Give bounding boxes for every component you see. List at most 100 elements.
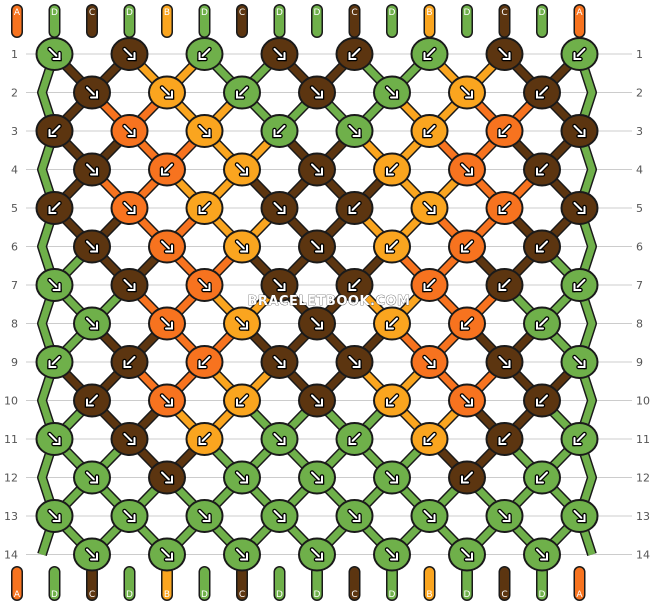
- arrow-head-icon: [165, 321, 173, 330]
- row-number-left: 10: [4, 395, 18, 408]
- knot: [523, 229, 561, 264]
- knot: [373, 306, 411, 341]
- arrow-head-icon: [498, 437, 507, 445]
- bottom-thread-letter: B: [426, 590, 432, 600]
- knot: [410, 499, 449, 533]
- arrow-head-icon: [240, 552, 248, 561]
- bottom-thread-letter: C: [501, 590, 507, 600]
- knot: [335, 268, 374, 302]
- arrow-head-icon: [465, 90, 473, 99]
- arrow-head-icon: [202, 283, 211, 291]
- arrow-head-icon: [240, 475, 248, 484]
- arrow-head-icon: [465, 398, 473, 407]
- bottom-thread-letter: D: [464, 590, 471, 600]
- knot: [373, 152, 411, 187]
- knot: [485, 422, 524, 456]
- arrow-head-icon: [461, 475, 469, 484]
- knot: [560, 114, 599, 148]
- knot: [73, 152, 111, 187]
- knot: [110, 345, 149, 379]
- row-number-left: 11: [4, 433, 18, 446]
- top-thread-letter: C: [89, 8, 95, 18]
- knot: [185, 191, 224, 225]
- arrow-head-icon: [90, 321, 98, 330]
- knot: [260, 345, 299, 379]
- knot: [448, 152, 486, 187]
- knot: [335, 422, 374, 456]
- arrow-head-icon: [52, 437, 61, 445]
- row-number-left: 6: [11, 241, 18, 254]
- arrow-head-icon: [423, 283, 432, 291]
- bottom-thread-letter: D: [276, 590, 283, 600]
- arrow-head-icon: [277, 514, 286, 522]
- knot: [298, 460, 336, 495]
- top-thread-letter: C: [501, 8, 507, 18]
- top-thread-letter: D: [464, 8, 471, 18]
- knot: [148, 460, 186, 495]
- bottom-thread-letter: C: [351, 590, 357, 600]
- knot: [448, 229, 486, 264]
- arrow-head-icon: [198, 437, 207, 445]
- knot: [73, 460, 111, 495]
- arrow-head-icon: [315, 167, 323, 176]
- arrow-head-icon: [127, 514, 136, 522]
- knot: [260, 191, 299, 225]
- arrow-head-icon: [390, 90, 398, 99]
- arrow-head-icon: [465, 552, 473, 561]
- arrow-head-icon: [277, 52, 286, 60]
- arrow-head-icon: [127, 437, 136, 445]
- arrow-head-icon: [202, 129, 211, 137]
- knot: [485, 268, 524, 302]
- row-number-left: 13: [4, 510, 18, 523]
- knot: [110, 499, 149, 533]
- arrow-head-icon: [577, 129, 586, 137]
- knot: [223, 537, 261, 572]
- row-number-right: 3: [636, 125, 643, 138]
- arrow-head-icon: [240, 167, 248, 176]
- knot: [260, 114, 299, 148]
- knot: [35, 268, 74, 302]
- knot: [185, 499, 224, 533]
- arrow-head-icon: [577, 514, 586, 522]
- arrow-head-icon: [536, 90, 544, 99]
- knot: [448, 306, 486, 341]
- top-thread-letter: D: [276, 8, 283, 18]
- bottom-thread-letter: D: [126, 590, 133, 600]
- bottom-thread-letter: D: [51, 590, 58, 600]
- row-number-right: 12: [636, 472, 650, 485]
- top-thread-letter: D: [539, 8, 546, 18]
- knot: [148, 306, 186, 341]
- bottom-thread-letter: A: [14, 590, 21, 600]
- arrow-head-icon: [165, 475, 173, 484]
- knot-layer: [35, 37, 599, 572]
- arrow-head-icon: [577, 206, 586, 214]
- knot: [260, 499, 299, 533]
- row-number-right: 1: [636, 48, 643, 61]
- arrow-head-icon: [90, 244, 98, 253]
- knot: [260, 268, 299, 302]
- arrow-head-icon: [573, 437, 582, 445]
- arrow-head-icon: [52, 283, 61, 291]
- arrow-head-icon: [90, 552, 98, 561]
- knot: [223, 306, 261, 341]
- knot: [110, 268, 149, 302]
- knot: [410, 37, 449, 71]
- knot: [73, 229, 111, 264]
- knot: [448, 75, 486, 110]
- row-number-right: 9: [636, 356, 643, 369]
- arrow-head-icon: [277, 206, 286, 214]
- bottom-thread-letter: D: [539, 590, 546, 600]
- knot: [185, 114, 224, 148]
- knot: [523, 152, 561, 187]
- arrow-head-icon: [536, 475, 544, 484]
- arrow-head-icon: [390, 552, 398, 561]
- bottom-thread-letter: C: [239, 590, 245, 600]
- arrow-head-icon: [127, 206, 136, 214]
- arrow-head-icon: [498, 283, 507, 291]
- knot: [148, 383, 186, 418]
- arrow-head-icon: [127, 129, 136, 137]
- knot: [35, 422, 74, 456]
- arrow-head-icon: [90, 90, 98, 99]
- arrow-head-icon: [348, 437, 357, 445]
